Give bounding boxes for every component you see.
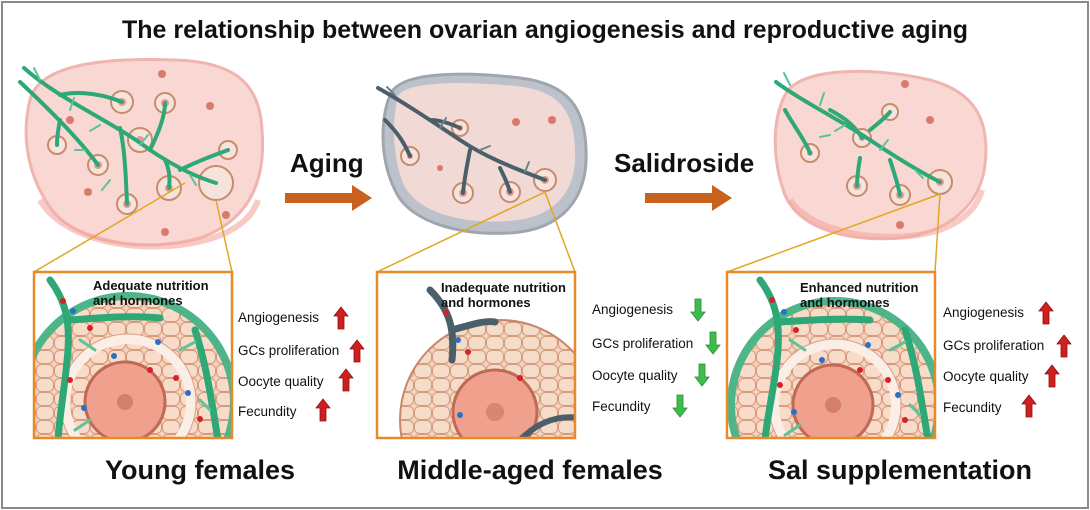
aging-label: Aging (290, 148, 364, 178)
group-label-young: Young females (104, 455, 296, 485)
sal-metric-angiogenesis: Angiogenesis (943, 305, 1025, 320)
young-metric-angiogenesis: Angiogenesis (238, 310, 320, 325)
up-arrow-icon (333, 306, 349, 330)
group-label-middle-aged: Middle-aged females (397, 455, 663, 485)
aging-arrow (285, 185, 372, 211)
up-arrow-icon (315, 398, 331, 422)
figure-title: The relationship between ovarian angioge… (121, 16, 968, 44)
down-arrow-icon (690, 298, 706, 322)
up-arrow-icon (1021, 394, 1037, 418)
aged-heading-line1: Inadequate nutrition (441, 280, 566, 295)
down-arrow-icon (694, 363, 710, 387)
sal-panel-heading: Enhanced nutrition and hormones (800, 280, 918, 310)
sal-metric-fecundity: Fecundity (943, 400, 1002, 415)
aged-metric-angiogenesis: Angiogenesis (592, 302, 674, 317)
up-arrow-icon (349, 339, 365, 363)
sal-zoom-frame (725, 270, 937, 440)
salidroside-arrow (645, 185, 732, 211)
sal-ovary-illustration (773, 69, 988, 241)
sal-follicle-zoom (727, 272, 935, 438)
aged-follicle-zoom (377, 272, 575, 438)
sal-heading-line1: Enhanced nutrition (800, 280, 919, 295)
young-heading-line2: and hormones (93, 293, 183, 308)
young-panel-heading: Adequate nutrition and hormones (93, 278, 209, 308)
aged-metric-fecundity: Fecundity (592, 399, 651, 414)
trend-arrows (315, 298, 1072, 422)
aged-zoom-frame (375, 270, 577, 440)
young-metric-gcs: GCs proliferation (238, 343, 340, 358)
aged-panel-heading: Inadequate nutrition and hormones (441, 280, 566, 310)
aged-metric-gcs: GCs proliferation (592, 336, 694, 351)
young-zoom-frame (32, 270, 234, 440)
young-metric-fecundity: Fecundity (238, 404, 297, 419)
young-follicle-zoom (34, 272, 232, 438)
sal-heading-line2: and hormones (800, 295, 890, 310)
up-arrow-icon (1056, 334, 1072, 358)
salidroside-label: Salidroside (614, 148, 755, 178)
down-arrow-icon (672, 394, 688, 418)
young-metric-oocyte: Oocyte quality (238, 374, 324, 389)
up-arrow-icon (1038, 301, 1054, 325)
aged-heading-line2: and hormones (441, 295, 531, 310)
aged-metric-oocyte: Oocyte quality (592, 368, 678, 383)
young-ovary-illustration (18, 57, 265, 250)
young-heading-line1: Adequate nutrition (93, 278, 209, 293)
up-arrow-icon (338, 368, 354, 392)
sal-metric-oocyte: Oocyte quality (943, 369, 1029, 384)
group-label-sal: Sal supplementation (767, 455, 1033, 485)
up-arrow-icon (1044, 364, 1060, 388)
sal-metric-gcs: GCs proliferation (943, 338, 1045, 353)
down-arrow-icon (705, 331, 721, 355)
aged-ovary-illustration (376, 72, 588, 235)
